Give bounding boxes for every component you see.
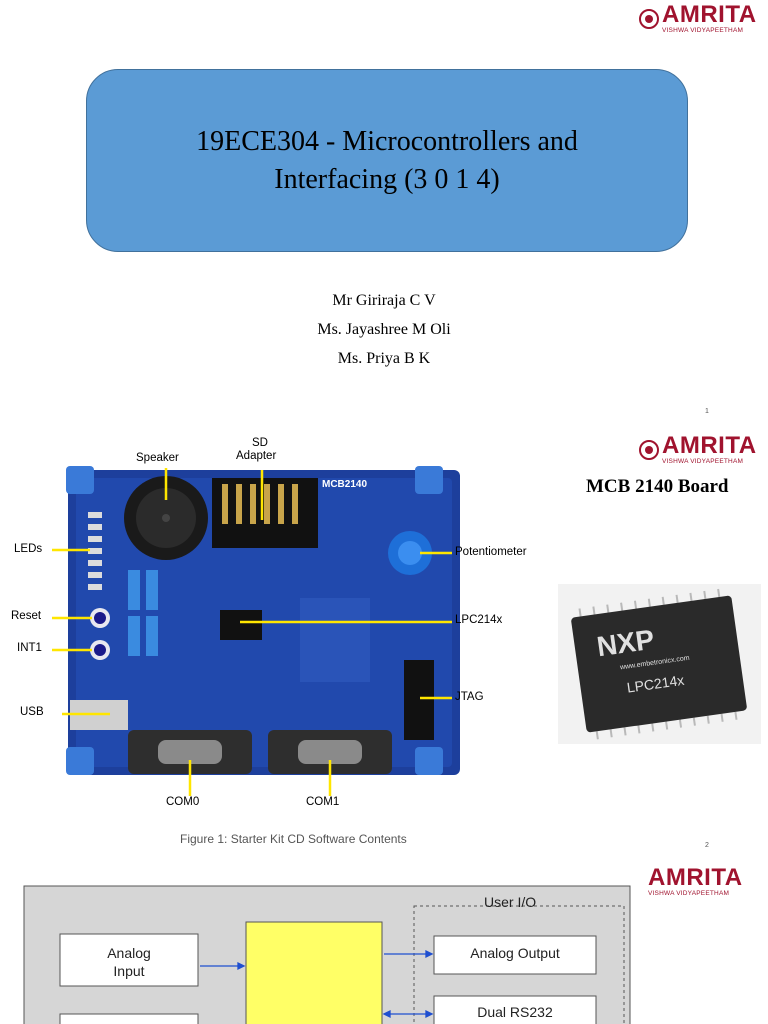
amrita-logo: AMRITA VISHWA VIDYAPEETHAM	[639, 434, 757, 466]
author-1: Mr Giriraja C V	[332, 292, 436, 309]
block-diagram	[23, 885, 631, 1024]
amrita-seal-icon	[639, 8, 659, 29]
author-2: Ms. Jayashree M Oli	[317, 321, 451, 338]
author-list: Mr Giriraja C V Ms. Jayashree M Oli Ms. …	[0, 286, 768, 373]
chip-part: LPC214x	[626, 672, 685, 696]
board-heading: MCB 2140 Board	[586, 476, 729, 497]
label-leds: LEDs	[14, 543, 43, 555]
title-box: 19ECE304 - Microcontrollers and Interfac…	[86, 69, 688, 252]
dual-rs232-block: Dual RS232	[477, 1004, 553, 1020]
board-print: MCB2140	[322, 479, 367, 490]
label-usb: USB	[20, 706, 44, 718]
label-potentiometer: Potentiometer	[455, 546, 527, 558]
label-com1: COM1	[306, 796, 340, 808]
mcb2140-board-image: MCB2140	[52, 466, 460, 796]
label-lpc214x: LPC214x	[455, 614, 503, 626]
amrita-logo: AMRITA VISHWA VIDYAPEETHAM	[648, 866, 743, 898]
label-reset: Reset	[11, 610, 42, 622]
analog-output-block: Analog Output	[470, 945, 560, 961]
logo-name: AMRITA	[662, 432, 757, 459]
analog-input-block: Analog Input	[107, 945, 151, 979]
amrita-logo: AMRITA VISHWA VIDYAPEETHAM	[639, 3, 757, 35]
label-sd-adapter-2: Adapter	[236, 450, 277, 462]
logo-tagline: VISHWA VIDYAPEETHAM	[648, 890, 730, 897]
slide-title: 19ECE304 - Microcontrollers and Interfac…	[196, 125, 578, 195]
page-number: 1	[705, 408, 709, 415]
label-speaker: Speaker	[136, 452, 179, 464]
label-sd-adapter-1: SD	[252, 437, 268, 449]
logo-name: AMRITA	[648, 864, 743, 891]
figure-caption: Figure 1: Starter Kit CD Software Conten…	[180, 832, 407, 846]
logo-tagline: VISHWA VIDYAPEETHAM	[662, 27, 744, 34]
logo-name: AMRITA	[662, 1, 757, 28]
page-number: 2	[705, 842, 709, 849]
author-3: Ms. Priya B K	[337, 350, 431, 367]
label-int1: INT1	[17, 642, 42, 654]
amrita-seal-icon	[639, 439, 659, 460]
logo-tagline: VISHWA VIDYAPEETHAM	[662, 458, 744, 465]
label-com0: COM0	[166, 796, 200, 808]
nxp-chip-image: NXP www.embetronicx.com LPC214x	[558, 584, 761, 744]
user-io-label: User I/O	[484, 894, 537, 910]
label-jtag: JTAG	[455, 691, 484, 703]
